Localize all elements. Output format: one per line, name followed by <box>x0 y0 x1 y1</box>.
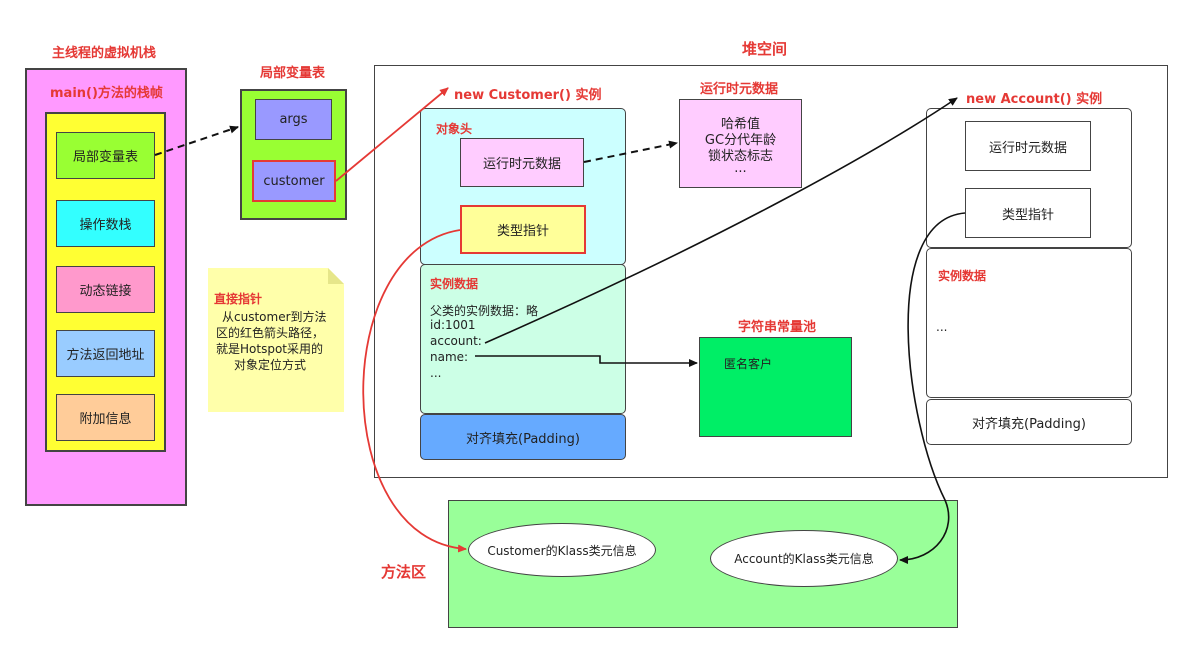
string-pool-title: 字符串常量池 <box>738 320 817 335</box>
frame-operand-stack: 操作数栈 <box>56 200 155 247</box>
customer-runtime-meta: 运行时元数据 <box>460 138 584 187</box>
account-runtime-meta: 运行时元数据 <box>965 121 1091 171</box>
account-instance-title: new Account() 实例 <box>966 92 1103 107</box>
instance-line-parent: 父类的实例数据：略 <box>430 304 539 318</box>
account-instance-data-label: 实例数据 <box>938 269 987 283</box>
string-pool-value: 匿名客户 <box>724 357 773 371</box>
locals-title: 局部变量表 <box>260 66 326 81</box>
instance-data-label: 实例数据 <box>430 277 479 291</box>
var-args: args <box>255 99 332 140</box>
instance-line-ellipsis: ... <box>430 366 442 380</box>
customer-klass: Customer的Klass类元信息 <box>468 523 656 577</box>
note-line-1: 从customer到方法 <box>222 310 327 324</box>
instance-line-name: name: <box>430 350 469 364</box>
heap-title: 堆空间 <box>742 40 788 58</box>
customer-type-pointer: 类型指针 <box>460 205 586 254</box>
stack-title: 主线程的虚拟机栈 <box>52 46 157 61</box>
instance-line-account: account: <box>430 334 482 348</box>
customer-padding: 对齐填充(Padding) <box>420 414 626 460</box>
account-instance-ellipsis: ... <box>936 320 948 334</box>
meta-detail-title: 运行时元数据 <box>700 82 779 97</box>
note-line-4: 对象定位方式 <box>234 358 307 372</box>
frame-dynamic-link: 动态链接 <box>56 266 155 313</box>
customer-instance-title: new Customer() 实例 <box>454 88 602 103</box>
account-type-pointer: 类型指针 <box>965 188 1091 238</box>
note-line-3: 就是Hotspot采用的 <box>216 342 323 356</box>
note-title: 直接指针 <box>214 292 263 306</box>
meta-ellipsis: ... <box>734 161 747 176</box>
account-klass: Account的Klass类元信息 <box>710 530 898 587</box>
note-line-2: 区的红色箭头路径， <box>216 326 325 340</box>
frame-local-vars: 局部变量表 <box>56 132 155 179</box>
string-pool-box <box>699 337 852 437</box>
frame-title: main()方法的栈帧 <box>50 86 163 101</box>
frame-extra-info: 附加信息 <box>56 394 155 441</box>
frame-return-address: 方法返回地址 <box>56 330 155 377</box>
object-header-label: 对象头 <box>436 122 473 136</box>
method-area-title: 方法区 <box>381 563 427 581</box>
instance-line-id: id:1001 <box>430 318 476 332</box>
var-customer: customer <box>252 160 336 202</box>
account-padding: 对齐填充(Padding) <box>926 399 1132 445</box>
